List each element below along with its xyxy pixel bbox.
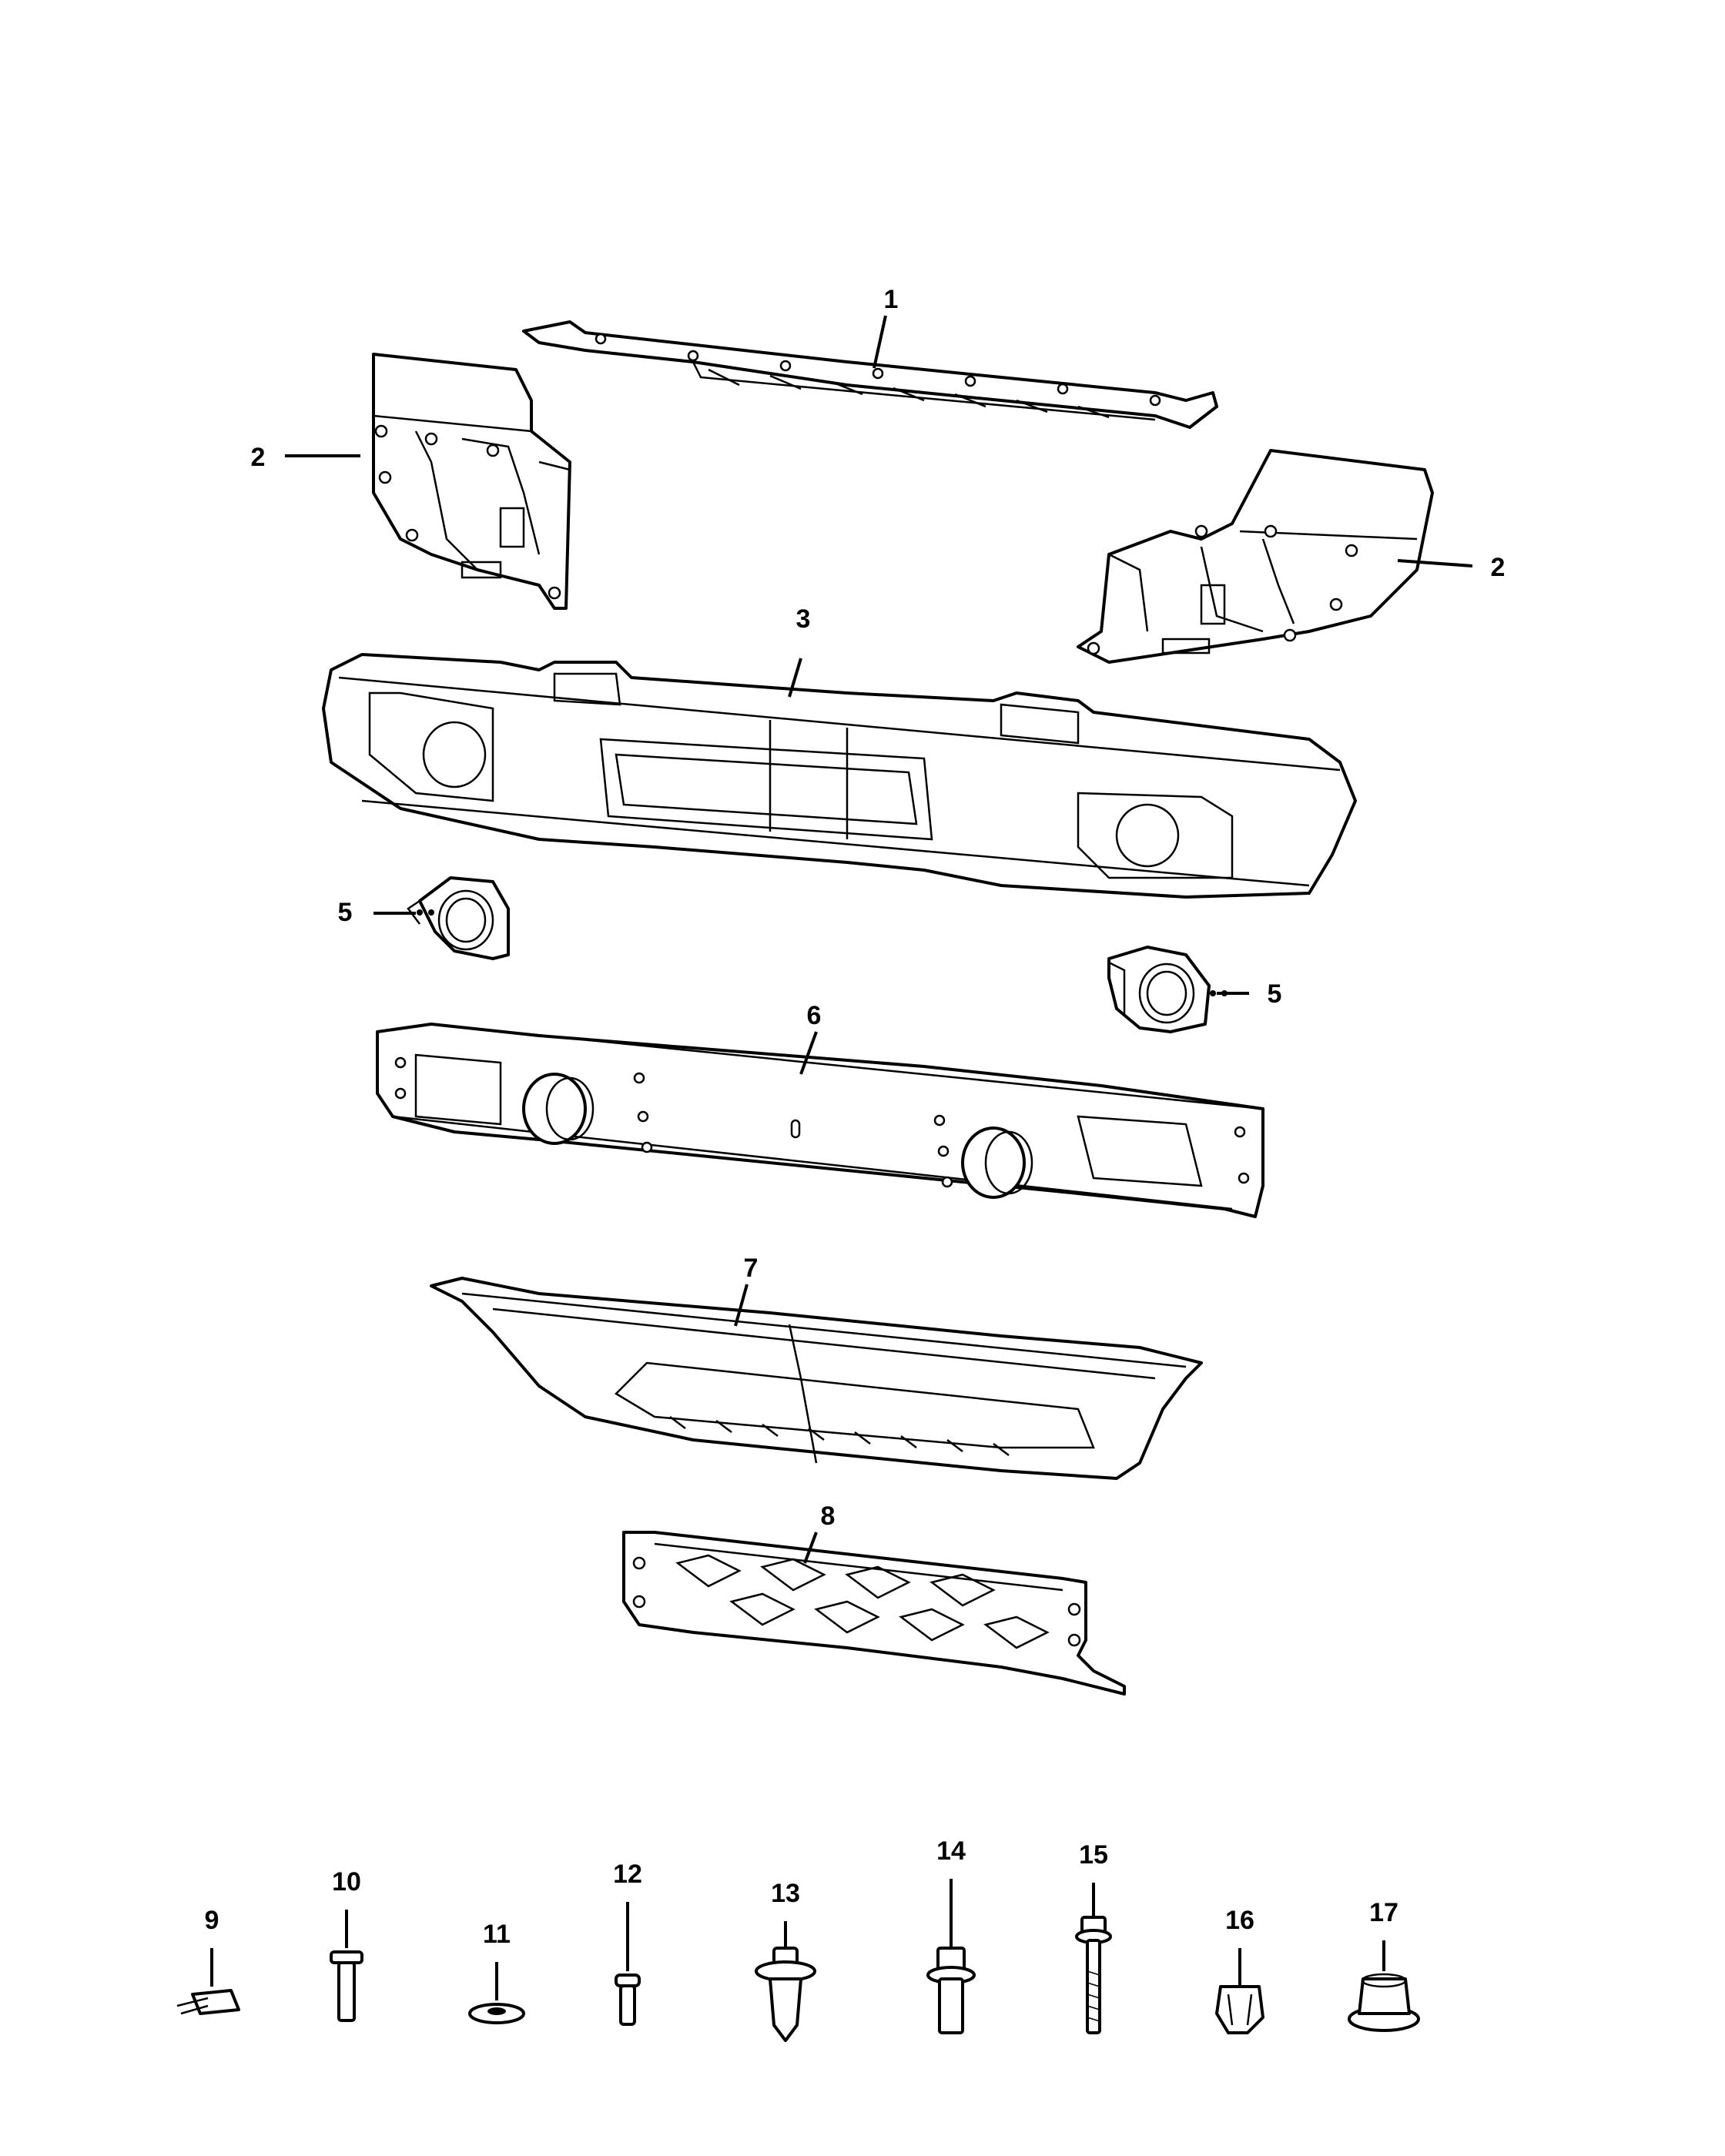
callout-1: 1 [884,285,899,314]
part-10-screw [330,1910,363,2022]
part-6-bumper-beam [376,1023,1264,1218]
callout-2-left: 2 [251,443,266,472]
part-13-retainer [755,1921,816,2042]
part-16-clip-nut [1215,1948,1264,2034]
part-15-long-bolt [1075,1883,1112,2034]
part-1-upper-bar [522,315,1218,429]
part-17-hex-nut [1348,1940,1420,2032]
part-7-lower-cover [430,1277,1203,1480]
callout-5-left: 5 [338,898,353,927]
part-11-washer [468,1962,525,2024]
part-3-bumper [322,653,1357,899]
part-5-right-fog-bracket [1107,946,1249,1033]
part-2-left-bracket [285,353,571,610]
callout-16: 16 [1225,1906,1254,1935]
part-8-skid-plate [622,1531,1126,1696]
part-9-clip [176,1948,240,2015]
part-14-flange-bolt [926,1879,976,2034]
callout-17: 17 [1369,1898,1398,1927]
callout-6: 6 [807,1001,822,1030]
callout-11: 11 [483,1920,511,1949]
callout-9: 9 [205,1906,219,1935]
callout-8: 8 [821,1502,836,1531]
callout-5-right: 5 [1268,979,1282,1009]
callout-15: 15 [1079,1840,1108,1870]
callout-2-right: 2 [1491,553,1506,582]
callout-3: 3 [796,604,811,634]
callout-14: 14 [936,1836,966,1866]
callout-10: 10 [332,1867,361,1897]
part-5-left-fog-bracket [373,876,510,960]
part-2-right-bracket [1077,449,1473,664]
callout-7: 7 [744,1254,759,1283]
callout-13: 13 [771,1879,800,1908]
callout-12: 12 [613,1860,642,1889]
part-12-rivet [615,1902,641,2026]
